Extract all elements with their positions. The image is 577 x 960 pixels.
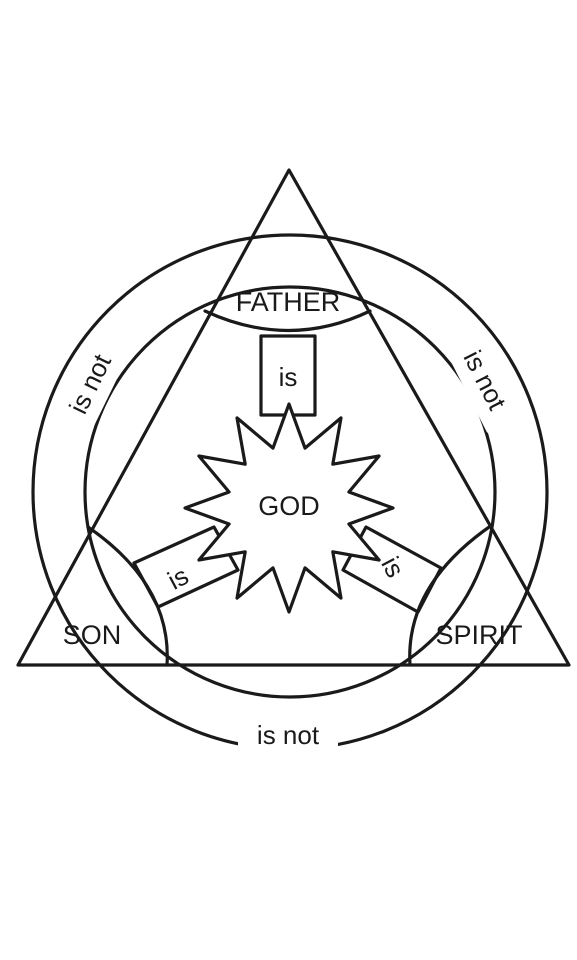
label-gap-left — [49, 331, 131, 437]
label-gap-bottom — [238, 712, 338, 756]
outer-ring-inner-edge — [83, 285, 497, 699]
god-label: GOD — [258, 491, 320, 521]
label-gap-right — [443, 327, 527, 433]
son-label: SON — [63, 620, 122, 650]
father-is-god-label: is — [279, 362, 298, 392]
god-star-icon — [183, 402, 395, 614]
connector-father-god — [259, 334, 317, 417]
spirit-label: SPIRIT — [435, 620, 522, 650]
son-corner-arc — [86, 525, 169, 667]
triangle-outline — [16, 168, 571, 667]
father-corner-arc — [203, 309, 372, 333]
son-is-not-spirit-label: is not — [257, 720, 320, 750]
father-label: FATHER — [236, 287, 341, 317]
spirit-corner-arc — [408, 523, 494, 667]
